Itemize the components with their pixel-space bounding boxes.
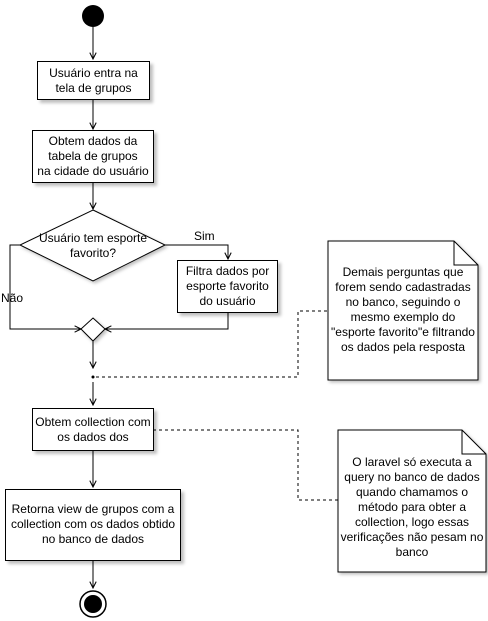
edge-label-no: Não — [1, 291, 24, 305]
box-return-view: Retorna view de grupos com a collection … — [5, 489, 181, 561]
note-laravel-text: O laravel só executa a query no banco de… — [340, 455, 484, 559]
edge-decision-yes — [165, 244, 228, 259]
start-node — [82, 5, 104, 27]
note-connector-1 — [96, 310, 328, 378]
box-enter-groups: Usuário entra na tela de grupos — [37, 61, 150, 100]
note-other-questions-fold — [453, 241, 478, 266]
box-filter-sport: Filtra dados por esporte favorito do usu… — [177, 260, 278, 313]
note-other-questions-text: Demais perguntas que forem sendo cadastr… — [331, 265, 475, 354]
decision-diamond — [18, 209, 167, 282]
box-get-collection: Obtem collection com os dados dos — [32, 408, 154, 451]
edge-decision-no — [9, 244, 81, 329]
merge-diamond — [80, 317, 106, 342]
flow-dot — [91, 375, 95, 379]
decision-label: Usuário tem esporte favorito? — [38, 231, 148, 260]
edge-label-yes: Sim — [194, 229, 215, 243]
end-node-core — [84, 595, 102, 613]
note-connector-2 — [153, 429, 338, 501]
note-other-questions-shape — [327, 240, 479, 381]
note-laravel-fold — [461, 430, 486, 455]
note-laravel-shape — [337, 429, 487, 573]
edge-filter-to-merge — [105, 313, 229, 329]
box-get-groups: Obtem dados da tabela de grupos na cidad… — [32, 130, 154, 183]
